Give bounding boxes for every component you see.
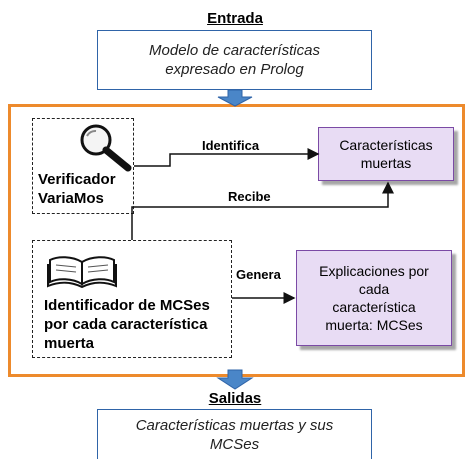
- explanations-text: Explicaciones por cada característica mu…: [319, 263, 429, 333]
- receives-label: Recibe: [228, 189, 271, 204]
- identifier-label: Identificador de MCSes por cada caracter…: [44, 297, 210, 352]
- output-box: Características muertas y sus MCSes: [97, 409, 372, 459]
- dead-features-text: Características muertas: [339, 137, 433, 171]
- magnifier-icon: [78, 122, 134, 172]
- verifier-box: [32, 118, 134, 214]
- output-flow-arrow: [216, 369, 254, 390]
- explanations-box: Explicaciones por cada característica mu…: [296, 250, 452, 346]
- generates-label: Genera: [236, 267, 281, 282]
- input-heading: Entrada: [207, 10, 263, 27]
- input-text: Modelo de características expresado en P…: [149, 42, 320, 78]
- output-text: Características muertas y sus MCSes: [135, 416, 334, 453]
- identifies-label: Identifica: [202, 138, 260, 153]
- input-box: Modelo de características expresado en P…: [97, 30, 372, 90]
- input-flow-arrow: [217, 89, 253, 107]
- output-heading: Salidas: [208, 390, 262, 407]
- open-book-icon: [46, 254, 118, 288]
- receives-edge: [131, 181, 394, 240]
- verifier-label: Verificador VariaMos: [38, 171, 116, 207]
- identifies-edge: [134, 148, 320, 167]
- dead-features-box: Características muertas: [318, 127, 454, 181]
- identifier-box: [32, 240, 232, 358]
